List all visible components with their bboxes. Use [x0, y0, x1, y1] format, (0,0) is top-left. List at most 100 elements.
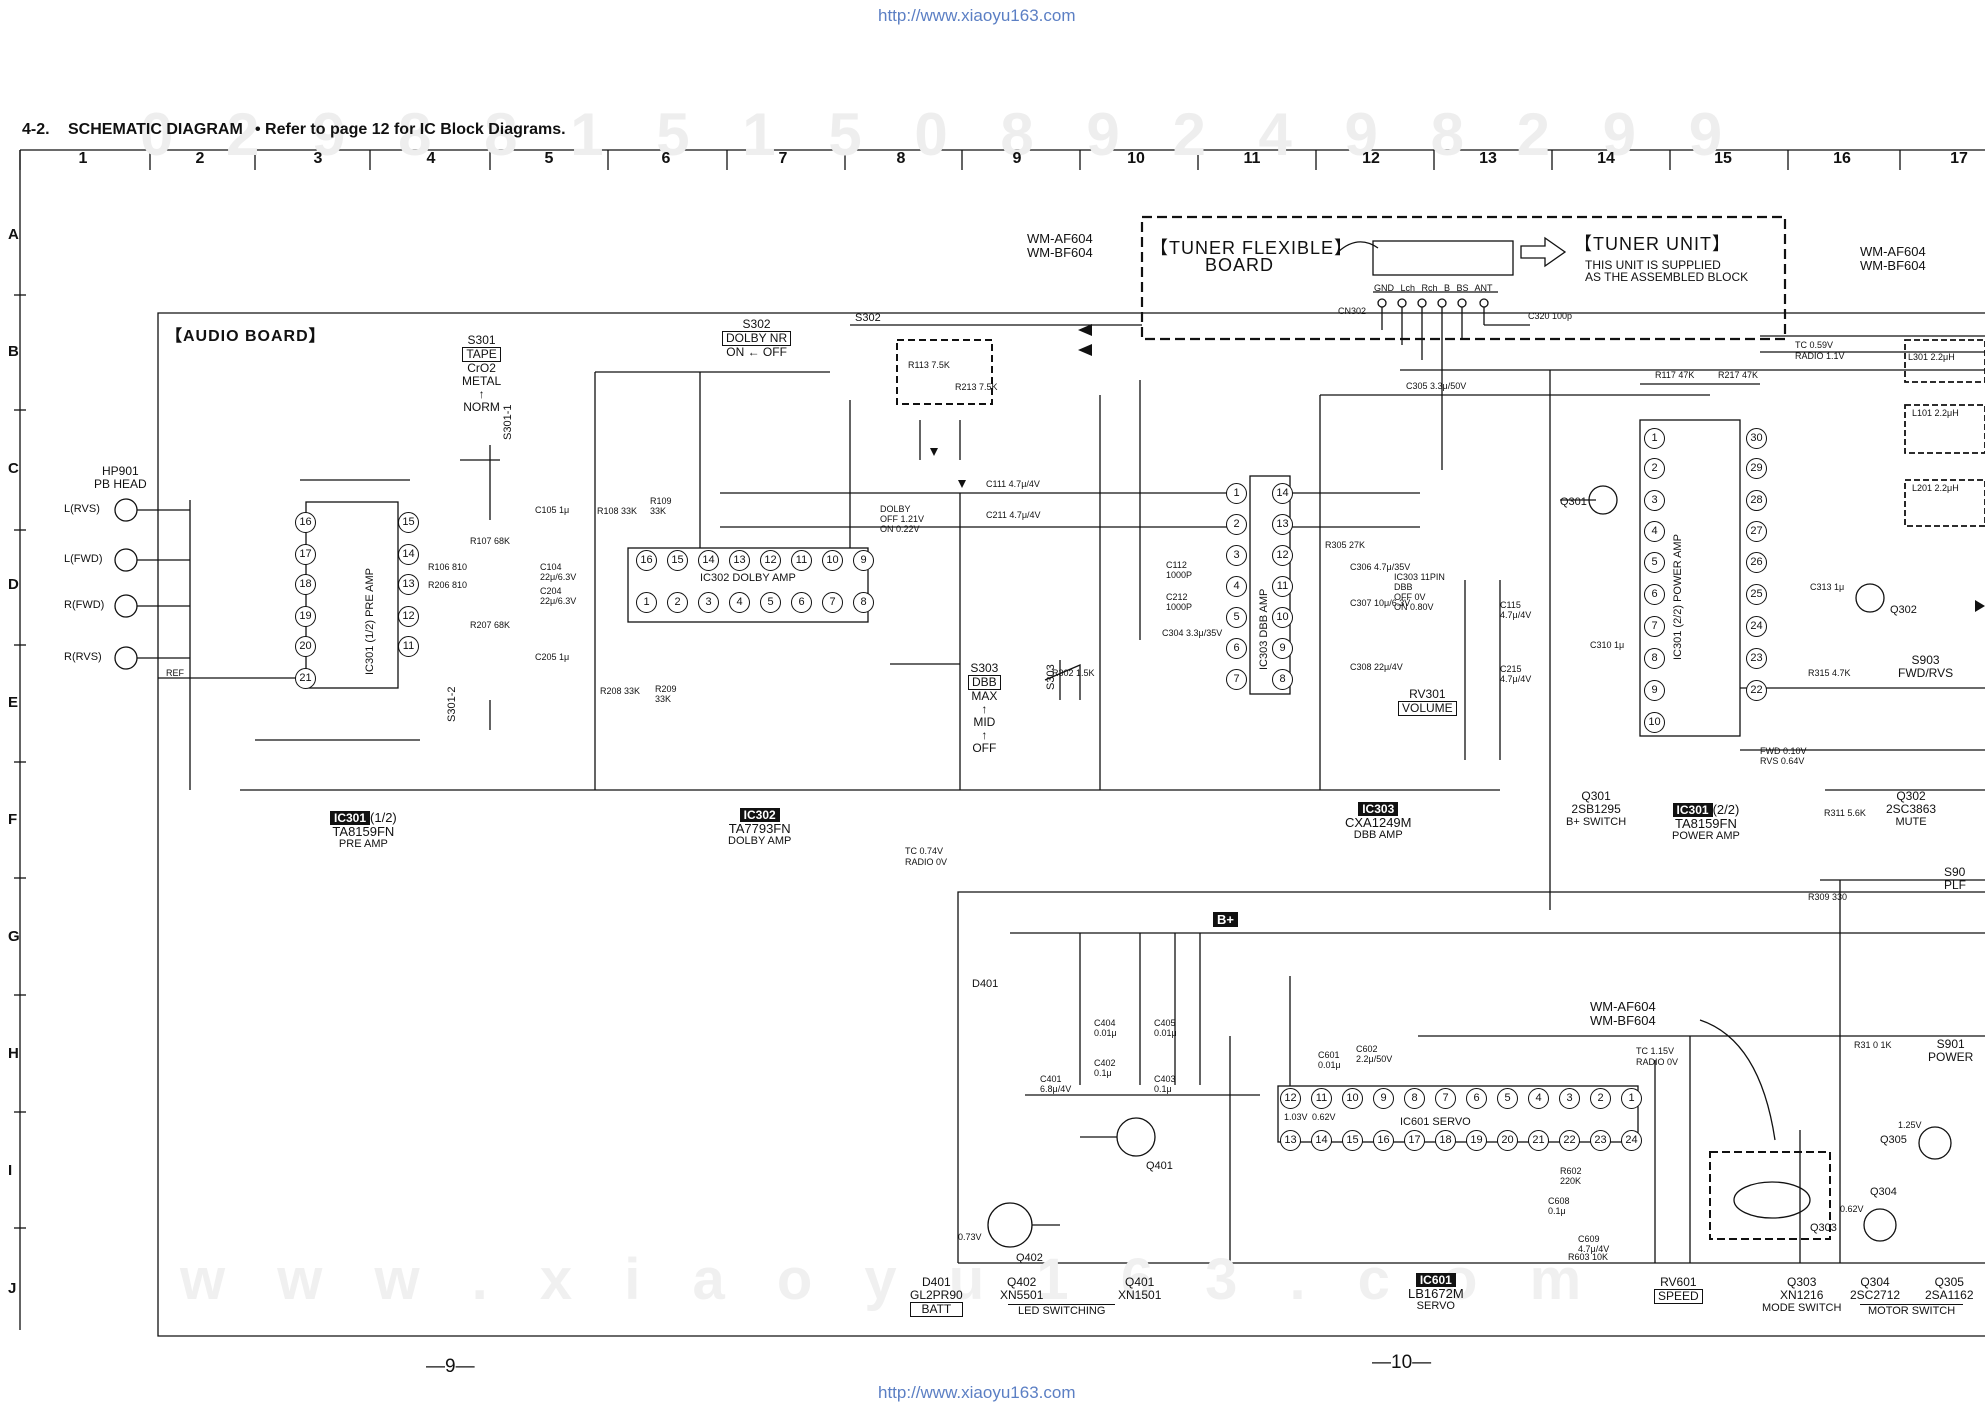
s303-label: S303 DBB MAX ↑ MID ↑ OFF: [968, 662, 1001, 755]
column-label: 6: [661, 150, 671, 167]
ic301-pre-part-block: IC301(1/2) TA8159FN PRE AMP: [330, 811, 397, 851]
ic-part-number: LB1672M: [1408, 1286, 1464, 1301]
r-ref: R209: [655, 684, 677, 694]
c-value: 22μ/6.3V: [540, 572, 577, 582]
ic-pin: 8: [853, 592, 874, 613]
ic-pin: 12: [760, 550, 781, 571]
r206-label: R206 810: [428, 580, 468, 590]
rv-ref: RV601: [1660, 1275, 1697, 1289]
c-ref: C104: [540, 562, 562, 572]
r315-label: R315 4.7K: [1808, 668, 1851, 678]
cn302-label: CN302: [1338, 306, 1367, 316]
ic-pin: 13: [729, 550, 750, 571]
c-value: 0.1μ: [1548, 1206, 1566, 1216]
source-url-top[interactable]: http://www.xiaoyu163.com: [878, 6, 1076, 25]
row-label: C: [8, 460, 19, 477]
c-ref: C112: [1166, 560, 1187, 570]
ic303-note-line: IC303 11PIN: [1394, 572, 1445, 582]
c310-label: C310 1μ: [1590, 640, 1625, 650]
fwd-value: FWD 0.10V: [1760, 746, 1807, 756]
ic-pin: 22: [1746, 680, 1767, 701]
row-label: H: [8, 1045, 19, 1062]
ic-pin: 12: [1272, 545, 1293, 566]
switch-ref: S903: [1911, 653, 1940, 667]
ic-pin: 23: [1590, 1130, 1611, 1151]
r309-label: R309 330: [1808, 892, 1848, 902]
ic-description: DBB AMP: [1353, 829, 1403, 841]
r107-label: R107 68K: [470, 536, 511, 546]
ic-pin: 8: [1644, 648, 1665, 669]
s303-position: OFF: [972, 741, 997, 755]
ic-ref: IC302: [739, 808, 780, 822]
column-label: 17: [1950, 150, 1968, 167]
model-name: WM-AF604: [1860, 244, 1926, 259]
row-label: D: [8, 576, 19, 593]
ic-pin: 8: [1404, 1088, 1425, 1109]
ic-pin: 5: [1644, 552, 1665, 573]
c-value: 0.01μ: [1318, 1060, 1341, 1070]
ic-ref: IC601: [1415, 1273, 1456, 1287]
ic-sub: (2/2): [1712, 802, 1740, 817]
ic-block-note: • Refer to page 12 for IC Block Diagrams…: [255, 121, 566, 138]
voltage-label: 0.62V: [1312, 1112, 1336, 1122]
ic-pin: 1: [1644, 428, 1665, 449]
ic-pin: 5: [1226, 607, 1247, 628]
row-label: F: [8, 811, 18, 828]
row-label: E: [8, 694, 19, 711]
q402-symbol-label: Q402: [1016, 1252, 1043, 1264]
column-label: 10: [1127, 150, 1145, 167]
source-url-bottom[interactable]: http://www.xiaoyu163.com: [878, 1383, 1076, 1402]
column-label: 11: [1243, 150, 1261, 167]
up-arrow-icon: ↑: [981, 702, 988, 716]
ic-pin: 9: [853, 550, 874, 571]
ic-pin: 14: [1272, 483, 1293, 504]
column-label: 1: [78, 150, 88, 167]
ic-pin: 15: [667, 550, 688, 571]
column-label: 12: [1362, 150, 1380, 167]
ic-pin: 14: [1311, 1130, 1332, 1151]
ic-pin: 4: [1226, 576, 1247, 597]
ic-pin: 22: [1559, 1130, 1580, 1151]
ic-pin: 30: [1746, 428, 1767, 449]
tuner-flexible-board-label: BOARD: [1205, 255, 1275, 275]
ic-pin: 12: [1280, 1088, 1301, 1109]
ic-pin: 27: [1746, 521, 1767, 542]
ic-pin: 10: [1644, 712, 1665, 733]
s301-2-label: S301-2: [446, 686, 458, 722]
page-number-left: —9—: [426, 1356, 475, 1377]
c304-label: C304 3.3μ/35V: [1162, 628, 1223, 638]
ic-pin: 7: [1435, 1088, 1456, 1109]
ic-pin: 6: [1466, 1088, 1487, 1109]
q304-symbol-label: Q304: [1870, 1186, 1897, 1198]
ic-pin: 16: [1373, 1130, 1394, 1151]
ic-pin: 19: [295, 606, 316, 627]
ic-pin: 24: [1746, 616, 1767, 637]
ic-pin: 17: [295, 544, 316, 565]
ic-pin: 24: [1621, 1130, 1642, 1151]
s301-label: S301 TAPE CrO2 METAL ↑ NORM: [462, 334, 502, 414]
s301-position: NORM: [463, 400, 500, 414]
led-switching-label: LED SWITCHING: [1008, 1304, 1116, 1317]
ic-pin: 11: [398, 636, 419, 657]
ic-pin: 28: [1746, 490, 1767, 511]
r-ref: R602: [1560, 1166, 1582, 1176]
column-label: 15: [1714, 150, 1732, 167]
c-ref: C402: [1094, 1058, 1116, 1068]
up-arrow-icon: ↑: [478, 387, 485, 401]
s303-ref: S303: [970, 661, 999, 675]
q-desc: B+ SWITCH: [1566, 816, 1627, 828]
